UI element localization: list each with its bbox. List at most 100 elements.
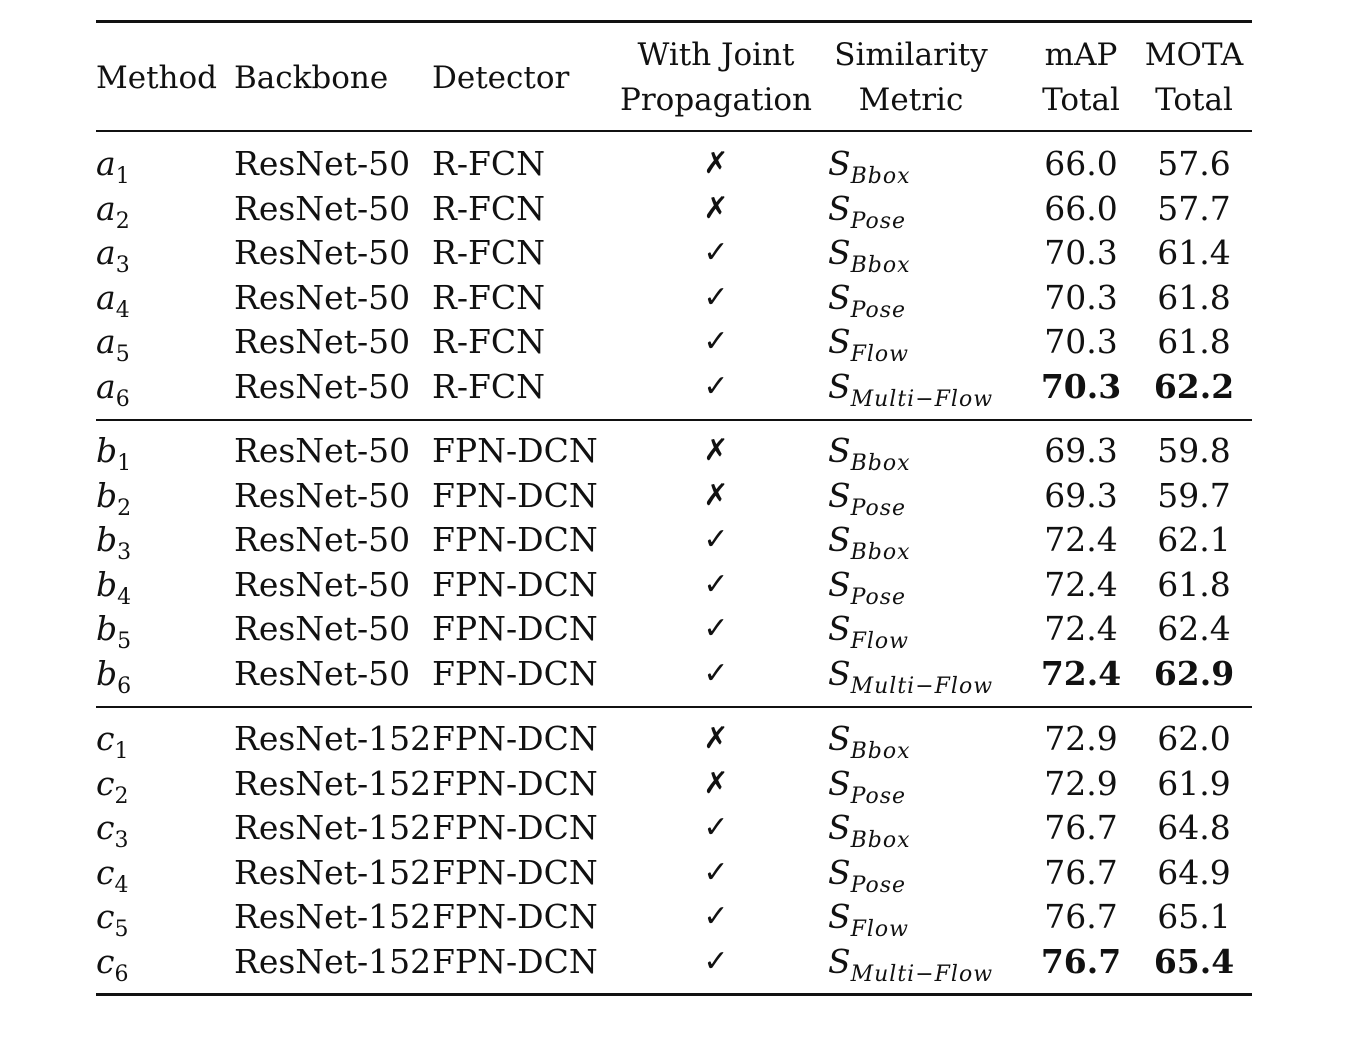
mota-value: 57.7 xyxy=(1157,189,1231,228)
mota-value: 62.1 xyxy=(1157,520,1231,559)
backbone-cell: ResNet-152 xyxy=(234,808,432,847)
method-index: 3 xyxy=(114,828,129,853)
mota-value: 64.8 xyxy=(1157,808,1231,847)
metric-symbol: S xyxy=(828,189,851,228)
checkmark-icon: ✓ xyxy=(703,944,729,979)
cross-icon: ✗ xyxy=(703,433,729,468)
metric-subscript: Multi−Flow xyxy=(850,387,994,412)
metric-subscript: Pose xyxy=(850,784,907,809)
method-letter: a xyxy=(96,278,116,317)
method-cell: a5 xyxy=(96,320,130,377)
detector-cell: R-FCN xyxy=(432,144,546,183)
metric-symbol: S xyxy=(828,609,851,648)
header-rule xyxy=(96,130,1252,132)
metric-cell: SPose xyxy=(828,187,906,244)
checkmark-icon: ✓ xyxy=(703,324,729,359)
header-backbone: Backbone xyxy=(234,60,389,96)
map-value: 76.7 xyxy=(1044,853,1118,892)
metric-symbol: S xyxy=(828,233,851,272)
method-index: 3 xyxy=(115,253,130,278)
backbone-cell: ResNet-50 xyxy=(234,476,411,515)
map-value: 76.7 xyxy=(1040,942,1122,981)
metric-subscript: Pose xyxy=(850,873,907,898)
header-map-line1: mAP xyxy=(1044,37,1118,73)
method-cell: a2 xyxy=(96,187,130,244)
mota-value: 61.8 xyxy=(1157,565,1231,604)
metric-symbol: S xyxy=(828,654,851,693)
metric-cell: SBbox xyxy=(828,518,911,575)
backbone-cell: ResNet-50 xyxy=(234,278,411,317)
metric-symbol: S xyxy=(828,565,851,604)
metric-subscript: Pose xyxy=(850,298,907,323)
method-index: 4 xyxy=(115,298,130,323)
method-cell: b2 xyxy=(96,474,131,531)
method-letter: a xyxy=(96,189,116,228)
method-index: 6 xyxy=(117,674,132,699)
metric-subscript: Bbox xyxy=(850,739,911,764)
method-cell: b5 xyxy=(96,607,131,664)
detector-cell: FPN-DCN xyxy=(432,654,598,693)
map-value: 72.4 xyxy=(1044,609,1118,648)
bottom-rule xyxy=(96,993,1252,996)
checkmark-icon: ✓ xyxy=(703,567,729,602)
metric-symbol: S xyxy=(828,367,851,406)
detector-cell: FPN-DCN xyxy=(432,942,598,981)
method-letter: a xyxy=(96,322,116,361)
method-index: 5 xyxy=(114,917,129,942)
cross-icon: ✗ xyxy=(703,191,729,226)
metric-symbol: S xyxy=(828,808,851,847)
mota-value: 57.6 xyxy=(1157,144,1231,183)
backbone-cell: ResNet-50 xyxy=(234,189,411,228)
detector-cell: R-FCN xyxy=(432,278,546,317)
checkmark-icon: ✓ xyxy=(703,810,729,845)
metric-subscript: Multi−Flow xyxy=(850,674,994,699)
mota-value: 62.4 xyxy=(1157,609,1231,648)
method-cell: c2 xyxy=(96,762,128,819)
metric-symbol: S xyxy=(828,719,851,758)
method-cell: b6 xyxy=(96,652,131,709)
mota-value: 59.8 xyxy=(1157,431,1231,470)
method-cell: b1 xyxy=(96,429,131,486)
method-cell: b4 xyxy=(96,563,131,620)
method-letter: b xyxy=(96,520,118,559)
detector-cell: R-FCN xyxy=(432,367,546,406)
metric-cell: SBbox xyxy=(828,717,911,774)
metric-cell: SBbox xyxy=(828,231,911,288)
backbone-cell: ResNet-50 xyxy=(234,431,411,470)
metric-cell: SBbox xyxy=(828,142,911,199)
method-letter: a xyxy=(96,367,116,406)
map-value: 76.7 xyxy=(1044,808,1118,847)
map-value: 70.3 xyxy=(1040,367,1122,406)
header-mota-line2: Total xyxy=(1155,82,1233,118)
metric-cell: SMulti−Flow xyxy=(828,365,993,422)
mota-value: 61.9 xyxy=(1157,764,1231,803)
method-index: 3 xyxy=(117,540,132,565)
cross-icon: ✗ xyxy=(703,721,729,756)
method-cell: b3 xyxy=(96,518,131,575)
metric-symbol: S xyxy=(828,853,851,892)
detector-cell: FPN-DCN xyxy=(432,431,598,470)
cross-icon: ✗ xyxy=(703,146,729,181)
method-index: 4 xyxy=(117,585,132,610)
metric-cell: SPose xyxy=(828,474,906,531)
backbone-cell: ResNet-50 xyxy=(234,367,411,406)
header-mota-line1: MOTA xyxy=(1144,37,1244,73)
method-cell: a6 xyxy=(96,365,130,422)
mota-value: 65.4 xyxy=(1153,942,1235,981)
detector-cell: FPN-DCN xyxy=(432,897,598,936)
mota-value: 61.4 xyxy=(1157,233,1231,272)
mota-value: 62.0 xyxy=(1157,719,1231,758)
header-detector: Detector xyxy=(432,60,570,96)
metric-cell: SMulti−Flow xyxy=(828,940,993,997)
method-letter: a xyxy=(96,233,116,272)
backbone-cell: ResNet-152 xyxy=(234,764,432,803)
metric-subscript: Pose xyxy=(850,496,907,521)
map-value: 70.3 xyxy=(1044,233,1118,272)
method-letter: c xyxy=(96,942,115,981)
metric-cell: SFlow xyxy=(828,320,909,377)
detector-cell: FPN-DCN xyxy=(432,764,598,803)
method-index: 2 xyxy=(117,496,132,521)
method-index: 1 xyxy=(114,739,129,764)
map-value: 72.9 xyxy=(1044,764,1118,803)
backbone-cell: ResNet-152 xyxy=(234,897,432,936)
